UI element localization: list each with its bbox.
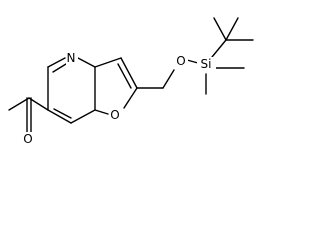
bond-quaternary-methyl-top bbox=[225, 17, 239, 41]
bond-oxygen-si bbox=[186, 59, 199, 64]
bond-o1-c7a bbox=[94, 109, 109, 115]
bond-quaternary-methyl-left bbox=[213, 17, 227, 41]
bond-c5-n bbox=[47, 57, 66, 68]
furan-oxygen-atom-label: O bbox=[110, 108, 119, 122]
bond-methyl-carbonyl bbox=[8, 97, 30, 111]
bond-c3a-c3 bbox=[94, 57, 122, 68]
bond-si-quaternary-c bbox=[211, 39, 227, 58]
bond-c6-c7 bbox=[47, 109, 72, 124]
bond-carbonyl-ring bbox=[28, 97, 49, 111]
bond-c2-o1 bbox=[123, 87, 138, 109]
ether-oxygen-atom-label: O bbox=[176, 54, 185, 68]
bond-c3-c2-inner bbox=[117, 63, 132, 89]
nitrogen-atom-label: N bbox=[67, 51, 76, 65]
bond-c6-c7-inner bbox=[53, 108, 72, 119]
bond-n-c3a bbox=[77, 57, 96, 68]
bond-ch2-oxygen bbox=[162, 69, 175, 89]
bond-lines bbox=[8, 17, 254, 133]
atom-labels: N O O Si O bbox=[22, 51, 216, 146]
bond-c7a-c7 bbox=[70, 109, 96, 124]
silicon-atom-label: Si bbox=[201, 57, 212, 71]
ketone-oxygen-atom-label: O bbox=[23, 132, 32, 146]
bond-c3-c2 bbox=[120, 57, 138, 89]
chemical-structure: N O O Si O bbox=[8, 17, 254, 146]
bond-c5-n-inner bbox=[52, 63, 67, 73]
